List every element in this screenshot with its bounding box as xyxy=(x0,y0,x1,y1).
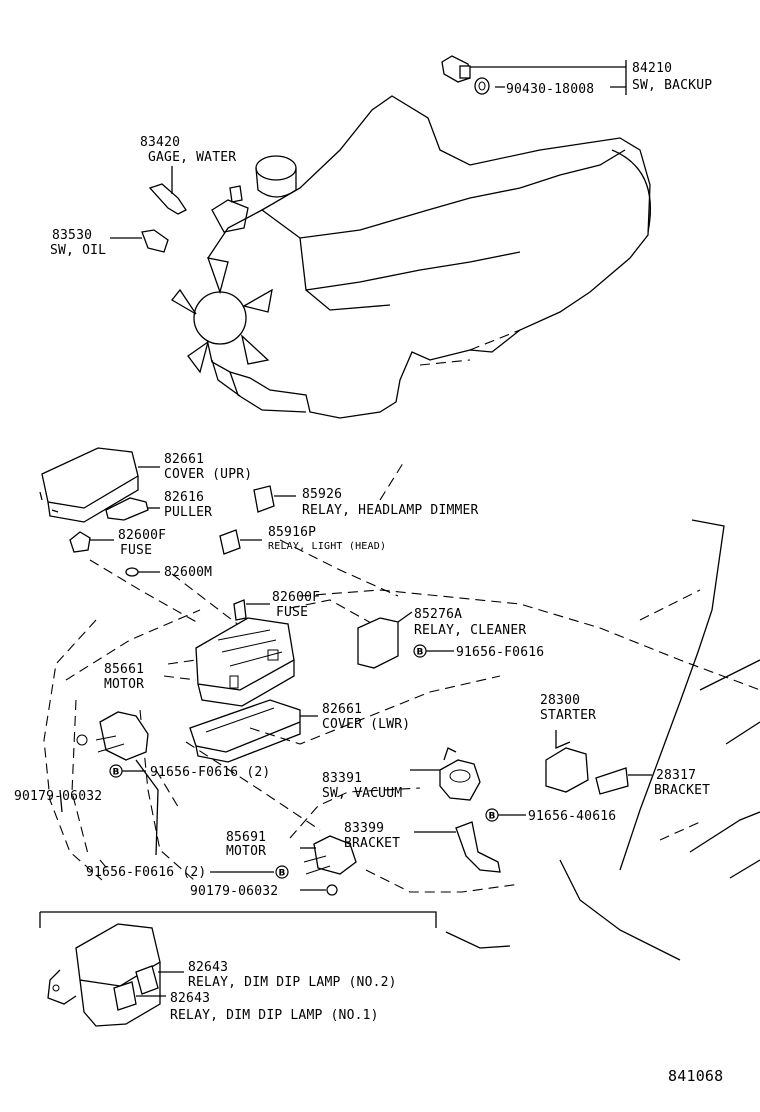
svg-text:B: B xyxy=(113,768,120,778)
label-83391-name: SW, VACUUM xyxy=(322,786,402,801)
label-82616-name: PULLER xyxy=(164,505,212,520)
bolt-icon: B xyxy=(109,764,123,778)
label-85926-number: 85926 xyxy=(302,487,342,502)
label-85661-name: MOTOR xyxy=(104,677,144,692)
diagram-id: 841068 xyxy=(668,1067,723,1085)
vacuum-switch-part xyxy=(410,747,481,801)
cleaner-relay-part xyxy=(357,611,413,669)
vehicle-body-outline xyxy=(43,519,760,961)
backup-switch-part xyxy=(441,55,627,95)
fuse-part-left xyxy=(69,531,114,553)
label-85661-number: 85661 xyxy=(104,662,144,677)
label-91656c-number: 91656-40616 xyxy=(528,809,616,824)
water-gauge-sender-part xyxy=(148,166,187,215)
starter-relay-part xyxy=(545,730,589,793)
label-90179b-number: 90179-06032 xyxy=(190,884,278,899)
light-relay-part xyxy=(219,529,262,555)
fuse-mini-part xyxy=(125,567,160,577)
svg-text:B: B xyxy=(489,812,496,822)
cover-lower-part xyxy=(189,699,318,763)
label-82661l-number: 82661 xyxy=(322,702,362,717)
label-28317-name: BRACKET xyxy=(654,783,710,798)
part-labels: 84210 SW, BACKUP 90430-18008 83420 GAGE,… xyxy=(14,61,723,1085)
fan-icon xyxy=(171,257,273,374)
label-85691-name: MOTOR xyxy=(226,844,266,859)
label-85916p-number: 85916P xyxy=(268,525,316,540)
label-90430-number: 90430-18008 xyxy=(506,82,594,97)
motor-left-part xyxy=(76,711,149,761)
engine-illustration xyxy=(171,95,652,419)
label-85276a-name: RELAY, CLEANER xyxy=(414,623,526,638)
label-83530-number: 83530 xyxy=(52,228,92,243)
bracket-center-part xyxy=(414,821,501,873)
label-82600f2-number: 82600F xyxy=(272,590,320,605)
fuse-block-part xyxy=(163,599,295,707)
cover-upper-part xyxy=(39,447,160,523)
label-82643a-number: 82643 xyxy=(188,960,228,975)
label-28300-number: 28300 xyxy=(540,693,580,708)
label-91656a-number: 91656-F0616 xyxy=(456,645,544,660)
label-85926-name: RELAY, HEADLAMP DIMMER xyxy=(302,503,479,518)
label-83399-number: 83399 xyxy=(344,821,384,836)
nut-icon xyxy=(326,884,338,896)
label-91656d-number: 91656-F0616 (2) xyxy=(86,865,206,880)
label-83420-number: 83420 xyxy=(140,135,180,150)
label-82643b-number: 82643 xyxy=(170,991,210,1006)
puller-part xyxy=(105,497,160,521)
label-83391-number: 83391 xyxy=(322,771,362,786)
label-85276a-number: 85276A xyxy=(414,607,462,622)
label-28300-name: STARTER xyxy=(540,708,596,723)
label-91656b-number: 91656-F0616 (2) xyxy=(150,765,270,780)
label-84210-name: SW, BACKUP xyxy=(632,78,712,93)
label-82600m-number: 82600M xyxy=(164,565,212,580)
bracket-right-part xyxy=(595,767,652,795)
label-83420-name: GAGE, WATER xyxy=(148,150,236,165)
label-83399-name: BRACKET xyxy=(344,836,400,851)
svg-text:B: B xyxy=(417,648,424,658)
label-82600f1-number: 82600F xyxy=(118,528,166,543)
label-82661l-name: COVER (LWR) xyxy=(322,717,410,732)
label-28317-number: 28317 xyxy=(656,768,696,783)
inset-dim-dip-relays xyxy=(39,911,437,1027)
oil-switch-part xyxy=(110,229,169,253)
label-85916p-name: RELAY, LIGHT (HEAD) xyxy=(268,541,386,552)
headlamp-dimmer-relay-part xyxy=(253,485,296,513)
bolt-icon: B xyxy=(485,808,499,822)
label-82661u-name: COVER (UPR) xyxy=(164,467,252,482)
label-82643b-name: RELAY, DIM DIP LAMP (NO.1) xyxy=(170,1008,379,1023)
label-85691-number: 85691 xyxy=(226,830,266,845)
label-84210-number: 84210 xyxy=(632,61,672,76)
label-82600f2-name: FUSE xyxy=(276,605,308,620)
label-82643a-name: RELAY, DIM DIP LAMP (NO.2) xyxy=(188,975,397,990)
bolt-icon: B xyxy=(413,644,427,658)
label-82616-number: 82616 xyxy=(164,490,204,505)
bolt-icon: B xyxy=(275,865,289,879)
label-82661u-number: 82661 xyxy=(164,452,204,467)
motor-center-part xyxy=(300,835,357,875)
label-83530-name: SW, OIL xyxy=(50,243,106,258)
svg-text:B: B xyxy=(279,869,286,879)
label-82600f1-name: FUSE xyxy=(120,543,152,558)
label-90179a-number: 90179-06032 xyxy=(14,789,102,804)
